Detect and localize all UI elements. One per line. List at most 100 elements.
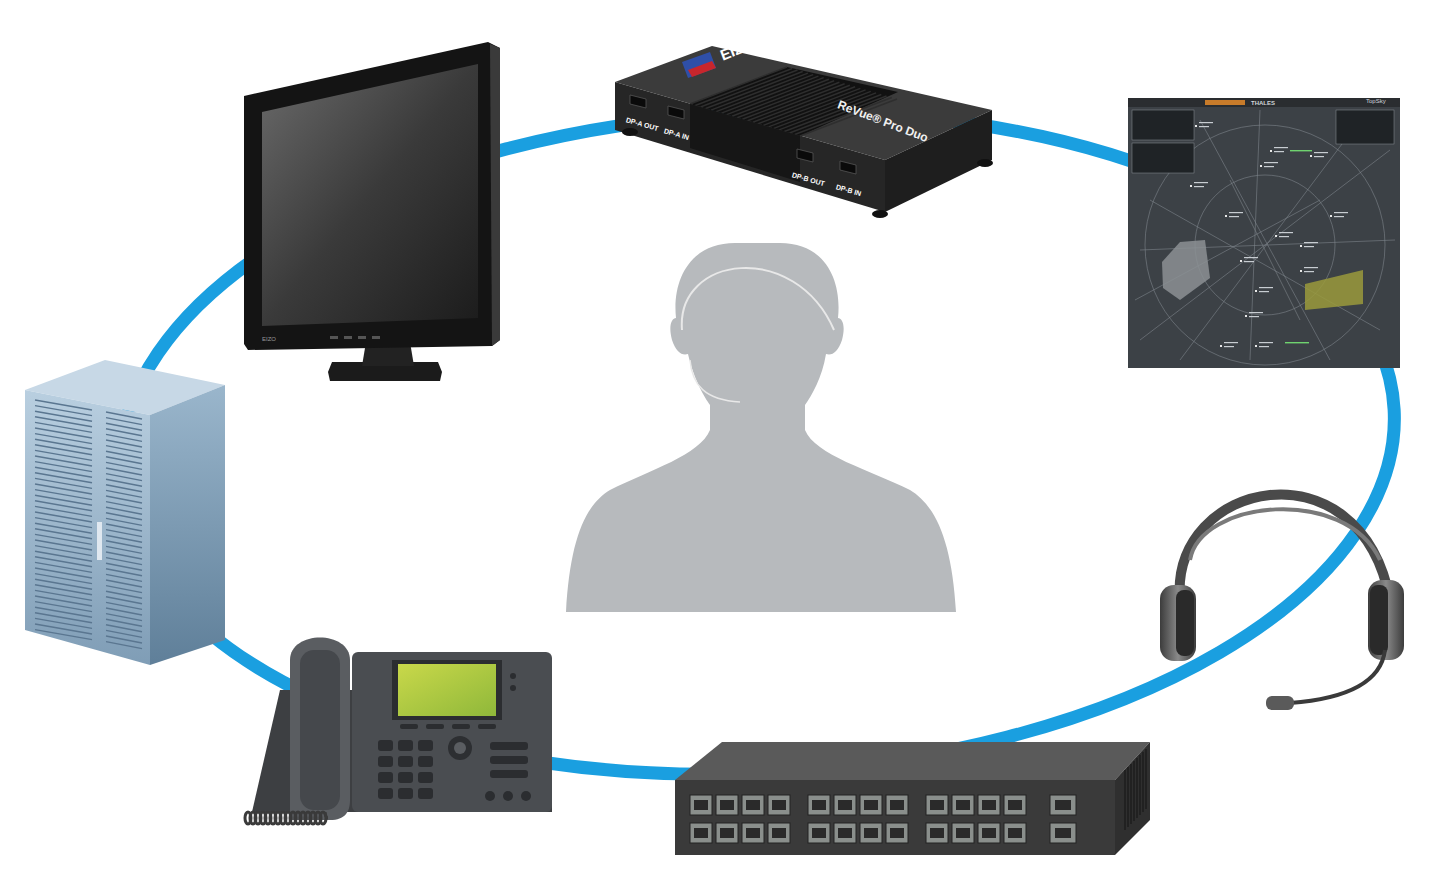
network-switch-part-part xyxy=(838,828,852,838)
network-switch-part-part xyxy=(926,795,948,815)
desk-phone-part-part xyxy=(398,740,413,751)
network-switch-part-part xyxy=(1050,795,1076,815)
desk-phone-part xyxy=(352,652,552,812)
network-switch-part-part xyxy=(890,828,904,838)
desk-phone-part-part xyxy=(418,772,433,783)
radar-display-part-part xyxy=(1255,290,1257,292)
monitor-part xyxy=(262,64,478,326)
brand-logo: EIZO xyxy=(262,336,276,343)
server-rack-part-part xyxy=(35,562,92,572)
video-recorder-device-part-part xyxy=(668,106,684,119)
headset-part xyxy=(1160,585,1196,661)
network-switch-part xyxy=(675,742,1150,780)
server-rack-part-part xyxy=(35,439,92,449)
eizo-logo-mark-part xyxy=(682,52,716,78)
network-switch-part-part xyxy=(952,823,974,843)
video-recorder-device xyxy=(615,46,993,218)
network-switch-part-part xyxy=(1055,800,1071,810)
radar-display-part-part xyxy=(1259,291,1269,292)
network-switch-part-part xyxy=(694,828,708,838)
radar-display-part-part xyxy=(1195,125,1197,127)
network-switch-part-part xyxy=(930,828,944,838)
desk-phone-part-part xyxy=(478,724,496,729)
radar-display-part-part xyxy=(1314,156,1324,157)
radar-display-part-part xyxy=(1244,257,1258,258)
video-recorder-device-part-part xyxy=(706,72,803,109)
video-recorder-device-part-part xyxy=(721,76,818,113)
server-rack xyxy=(25,360,225,665)
server-rack-part-part xyxy=(35,417,92,427)
desk-phone-part-part xyxy=(400,724,418,729)
video-recorder-device-part-part xyxy=(622,128,638,136)
desk-phone-part-part xyxy=(490,770,528,778)
radar-display-part-part xyxy=(1264,166,1274,167)
network-switch-part-part xyxy=(1133,761,1135,821)
radar-display-part-part xyxy=(1330,215,1332,217)
network-switch-part-part xyxy=(1142,752,1144,812)
radar-display-part-part xyxy=(1199,122,1213,123)
server-rack-part xyxy=(35,400,142,649)
server-rack-part-part xyxy=(35,456,92,466)
server-rack-part-part xyxy=(35,478,92,488)
headset-part xyxy=(1370,585,1388,655)
radar-display-part-part xyxy=(1260,165,1262,167)
network-switch-part-part xyxy=(978,795,1000,815)
radar-display-part-part xyxy=(1334,212,1348,213)
network-switch-part-part xyxy=(860,823,882,843)
port-label: DP-B OUT xyxy=(791,171,826,188)
radar-display-part xyxy=(1132,110,1394,173)
network-switch-part-part xyxy=(1136,758,1138,818)
network-switch-part-part xyxy=(812,800,826,810)
network-switch-part xyxy=(1125,749,1146,830)
operator-silhouette-part xyxy=(682,268,834,330)
network-switch-part-part xyxy=(742,823,764,843)
server-rack-part-part xyxy=(35,590,92,600)
brand-logo: EIZO xyxy=(718,36,757,64)
server-rack-part-part xyxy=(35,585,92,595)
radar-display-part xyxy=(1128,98,1400,368)
video-recorder-device-part-part xyxy=(727,78,824,115)
desk-phone-part-part xyxy=(398,788,413,799)
radar-display-part-part xyxy=(1230,180,1300,320)
server-rack-part-part xyxy=(35,406,92,416)
headset-part xyxy=(1176,590,1194,656)
desk-phone-part-part xyxy=(378,756,393,767)
radar-display-part-part xyxy=(1274,147,1288,148)
radar-display-part-part xyxy=(1304,267,1318,268)
video-recorder-device-part-part xyxy=(716,75,813,112)
network-switch-part-part xyxy=(746,828,760,838)
radar-display-part-part xyxy=(1249,312,1263,313)
network-switch-part-part xyxy=(742,795,764,815)
radar-display-part xyxy=(1162,240,1210,300)
headset-part xyxy=(1266,696,1294,710)
operator-silhouette-part xyxy=(690,360,740,402)
network-switch-part-part xyxy=(982,828,996,838)
monitor-part xyxy=(244,42,500,350)
radar-display-part-part xyxy=(1199,126,1209,127)
desk-phone-part xyxy=(398,664,496,716)
radar-display-part-part xyxy=(1180,120,1360,360)
radar-display-part-part xyxy=(1132,110,1194,140)
operator-silhouette-part xyxy=(566,243,956,612)
server-rack-part-part xyxy=(35,602,92,612)
radar-display-part-part xyxy=(1244,261,1254,262)
radar-display-part-part xyxy=(1304,271,1314,272)
radar-display-part-part xyxy=(1240,260,1242,262)
radar-display-part-part xyxy=(1259,342,1273,343)
network-switch-part-part xyxy=(716,795,738,815)
radar-display-part-part xyxy=(1150,200,1380,330)
network-switch-part-part xyxy=(812,828,826,838)
radar-display-part-part xyxy=(1259,287,1273,288)
video-recorder-device-part-part xyxy=(732,79,829,116)
network-switch-part-part xyxy=(1004,795,1026,815)
server-rack-part-part xyxy=(35,551,92,561)
video-recorder-device-part-part xyxy=(797,149,813,162)
server-rack-part xyxy=(150,385,225,665)
network-switch-part-part xyxy=(978,823,1000,843)
video-recorder-device-part-part xyxy=(748,84,845,121)
video-recorder-device-part-part xyxy=(872,210,888,218)
network-switch-part-part xyxy=(1008,800,1022,810)
network-switch-part-part xyxy=(982,800,996,810)
desk-phone-part-part xyxy=(418,740,433,751)
